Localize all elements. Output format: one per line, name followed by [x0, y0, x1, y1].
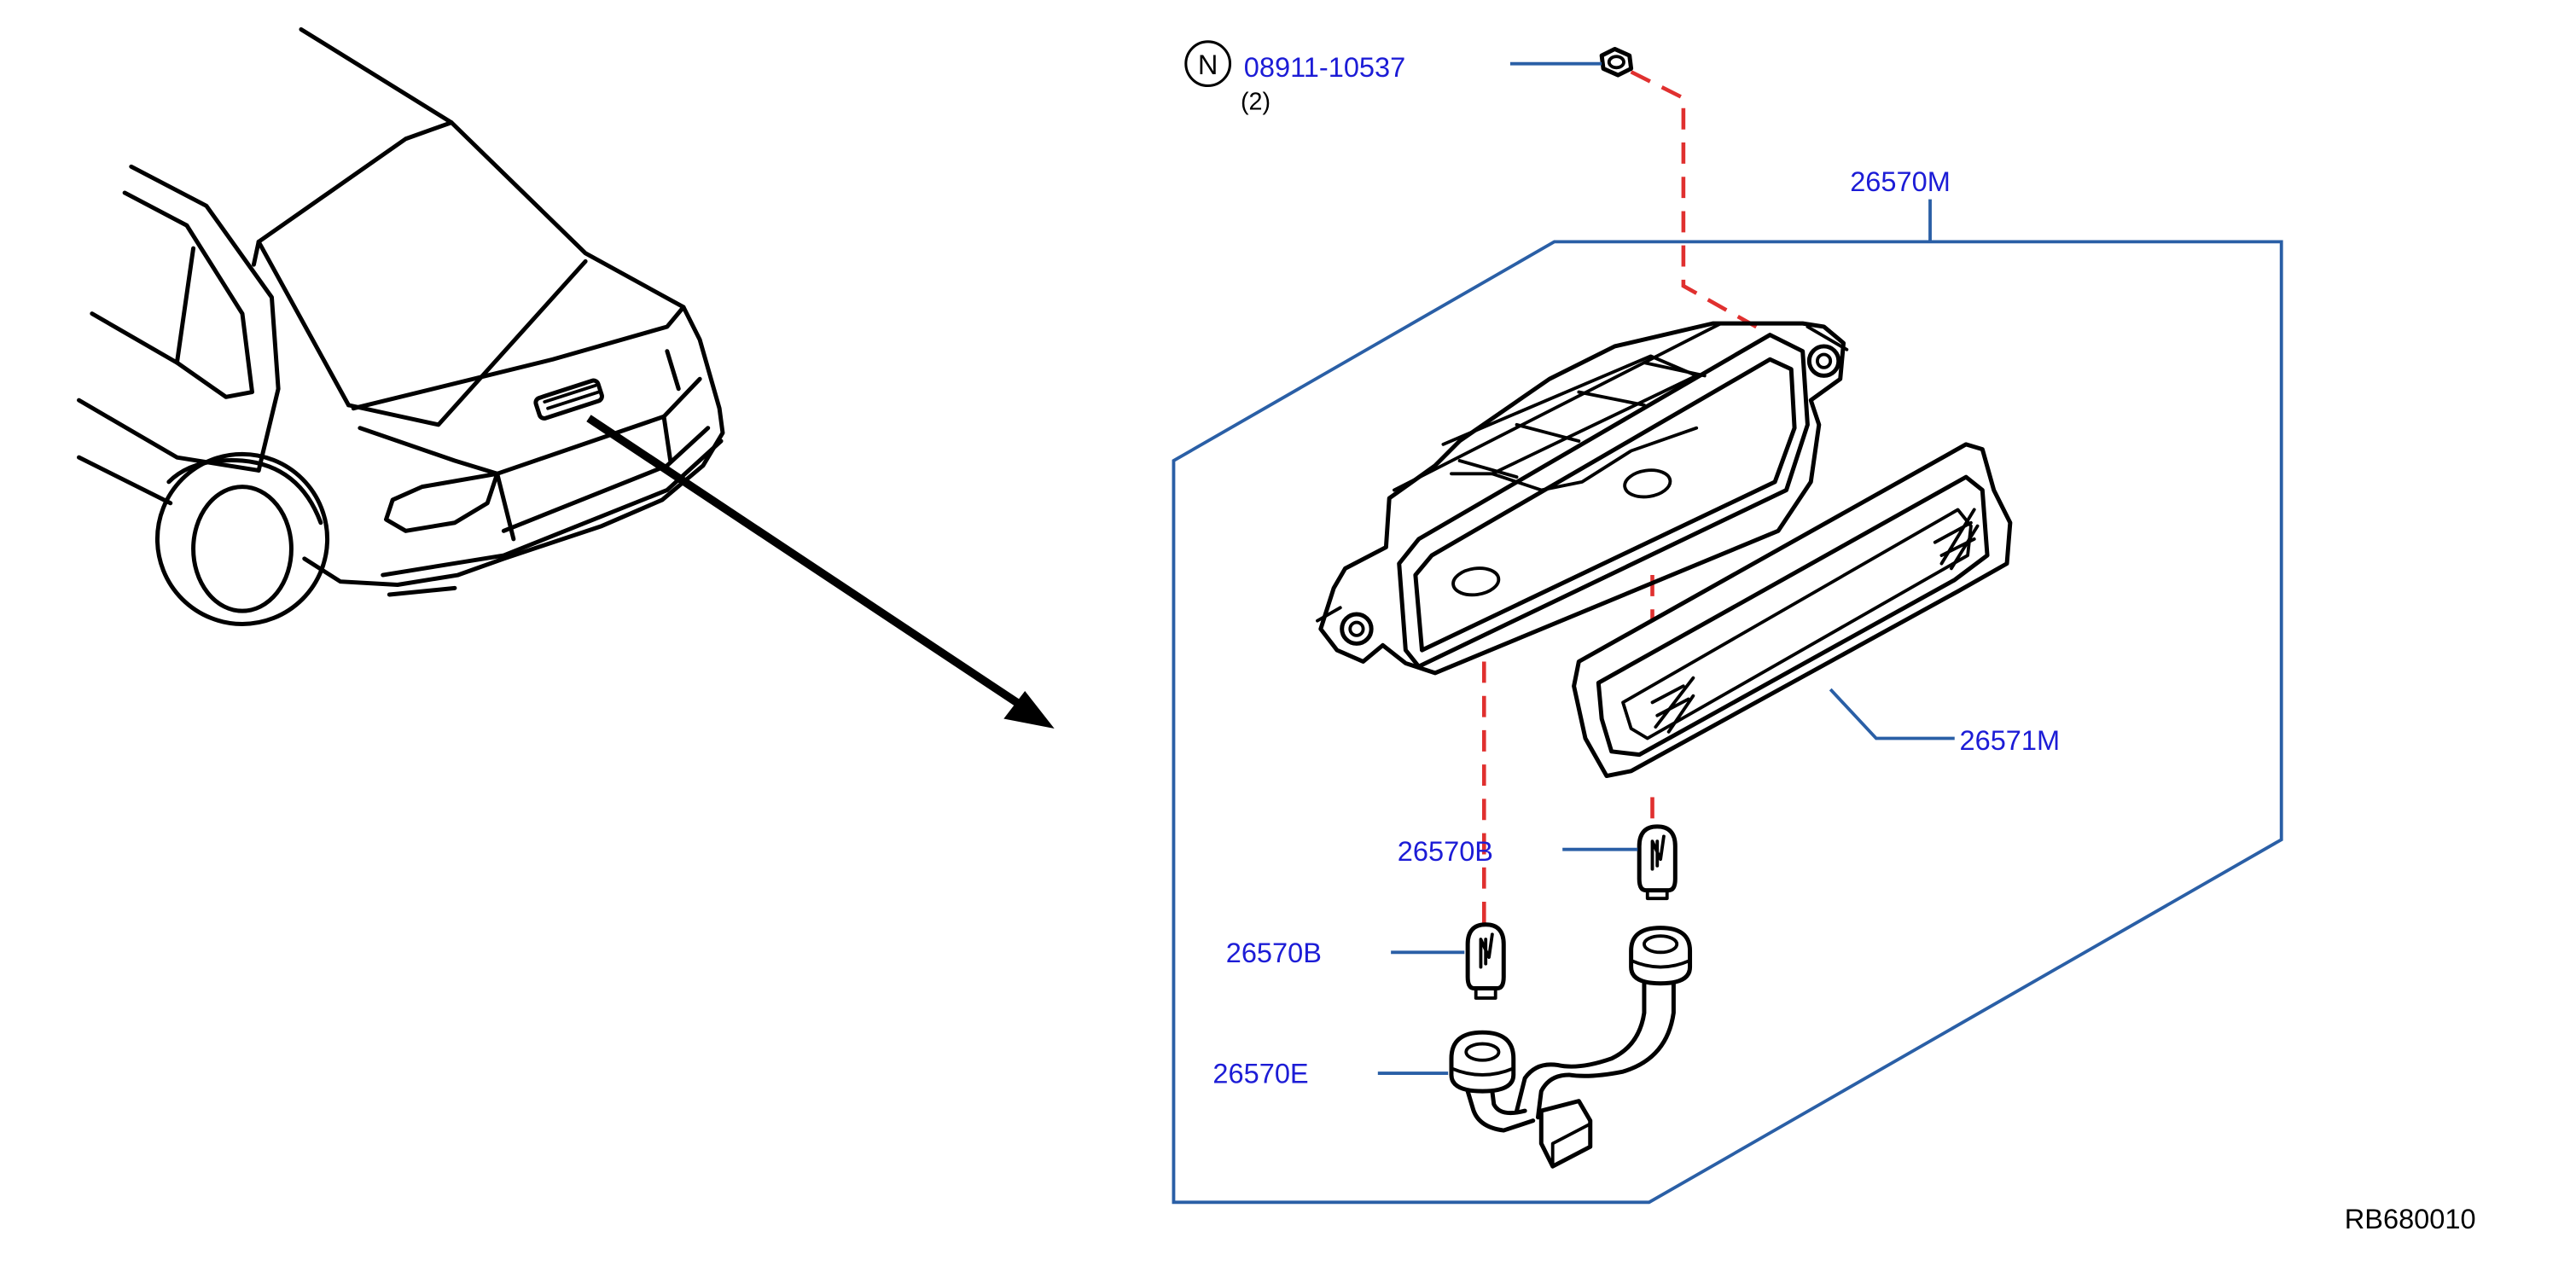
bulb-left-part-number[interactable]: 26570B [1226, 938, 1322, 968]
notice-n-icon: N [1184, 40, 1232, 88]
assembly-boundary [1172, 240, 2283, 1205]
pointer-arrow-icon [586, 415, 1055, 729]
lamp-assembly-part-number[interactable]: 26570M [1850, 166, 1951, 197]
nut-part-number[interactable]: 08911-10537 [1244, 52, 1405, 83]
lamp-housing-part[interactable] [1316, 321, 1849, 676]
figure-code: RB680010 [2345, 1204, 2476, 1234]
bulb-left-part[interactable] [1465, 922, 1506, 1000]
lens-part[interactable] [1572, 442, 2013, 779]
dashed-assembly-lines [1481, 70, 1763, 923]
socket-harness-part[interactable] [1449, 926, 1693, 1169]
nut-quantity: (2) [1241, 88, 1271, 115]
bulb-right-part[interactable] [1637, 824, 1678, 901]
nut-part[interactable] [1599, 46, 1634, 78]
svg-text:N: N [1198, 49, 1218, 80]
vehicle-rear-view [77, 26, 725, 626]
socket-harness-part-number[interactable]: 26570E [1212, 1059, 1308, 1089]
callout-leaders [1377, 61, 1955, 1075]
lens-part-number[interactable]: 26571M [1959, 725, 2060, 756]
bulb-right-part-number[interactable]: 26570B [1398, 836, 1493, 867]
